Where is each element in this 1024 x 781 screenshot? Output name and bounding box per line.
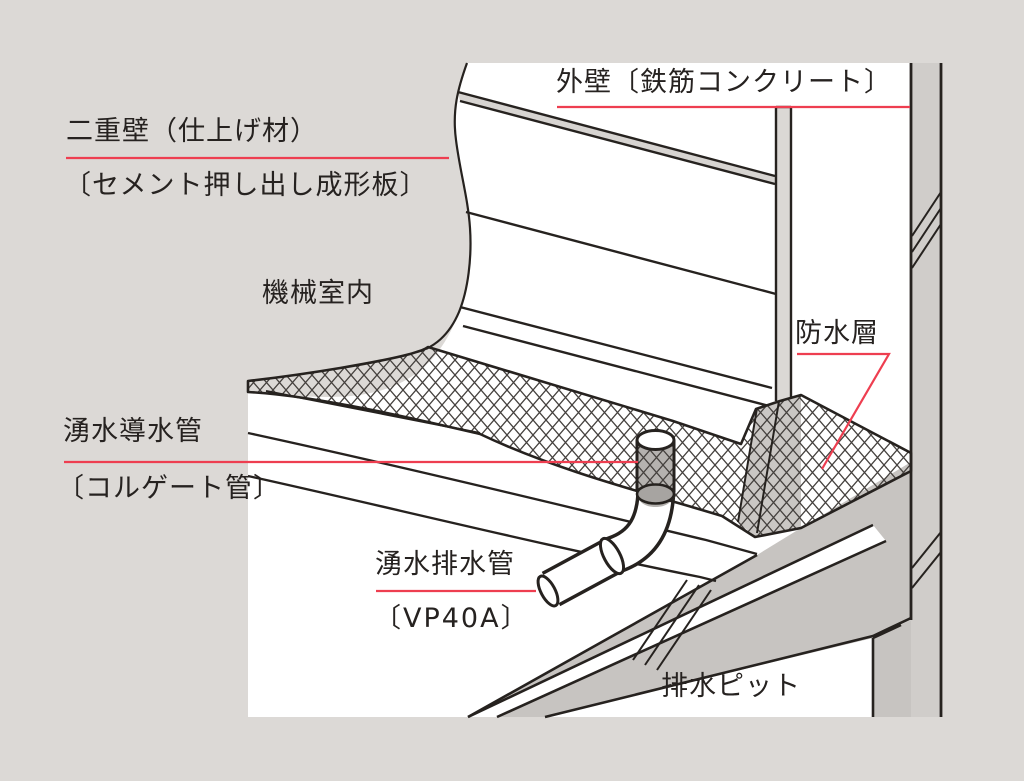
label-exterior-wall: 外壁〔鉄筋コンクリート〕 bbox=[556, 67, 892, 98]
double-wall-boards bbox=[457, 90, 793, 409]
label-vp40a: 〔VP40A〕 bbox=[374, 603, 530, 634]
pit-concrete-mass bbox=[467, 462, 912, 719]
label-cement-board: 〔セメント押し出し成形板〕 bbox=[64, 170, 428, 201]
label-machine-room: 機械室内 bbox=[262, 278, 374, 309]
exterior-wall-band bbox=[909, 63, 943, 717]
waterproof-layer bbox=[246, 345, 913, 539]
label-conduit: 湧水導水管 bbox=[63, 416, 203, 447]
label-corrugated: 〔コルゲート管〕 bbox=[57, 473, 281, 504]
leader-lines bbox=[64, 105, 910, 593]
break-line-edge bbox=[425, 62, 472, 350]
corrugated-pipe-top bbox=[635, 429, 676, 505]
label-double-wall: 二重壁（仕上げ材） bbox=[66, 116, 318, 147]
wall-break-marks bbox=[911, 191, 942, 589]
wall-upstand-strip bbox=[776, 107, 791, 401]
label-waterproof: 防水層 bbox=[795, 318, 879, 349]
label-drain-pipe: 湧水排水管 bbox=[375, 549, 515, 580]
pit-break-marks bbox=[632, 579, 712, 671]
label-drain-pit: 排水ピット bbox=[661, 671, 801, 702]
leader-waterproof bbox=[797, 352, 891, 470]
